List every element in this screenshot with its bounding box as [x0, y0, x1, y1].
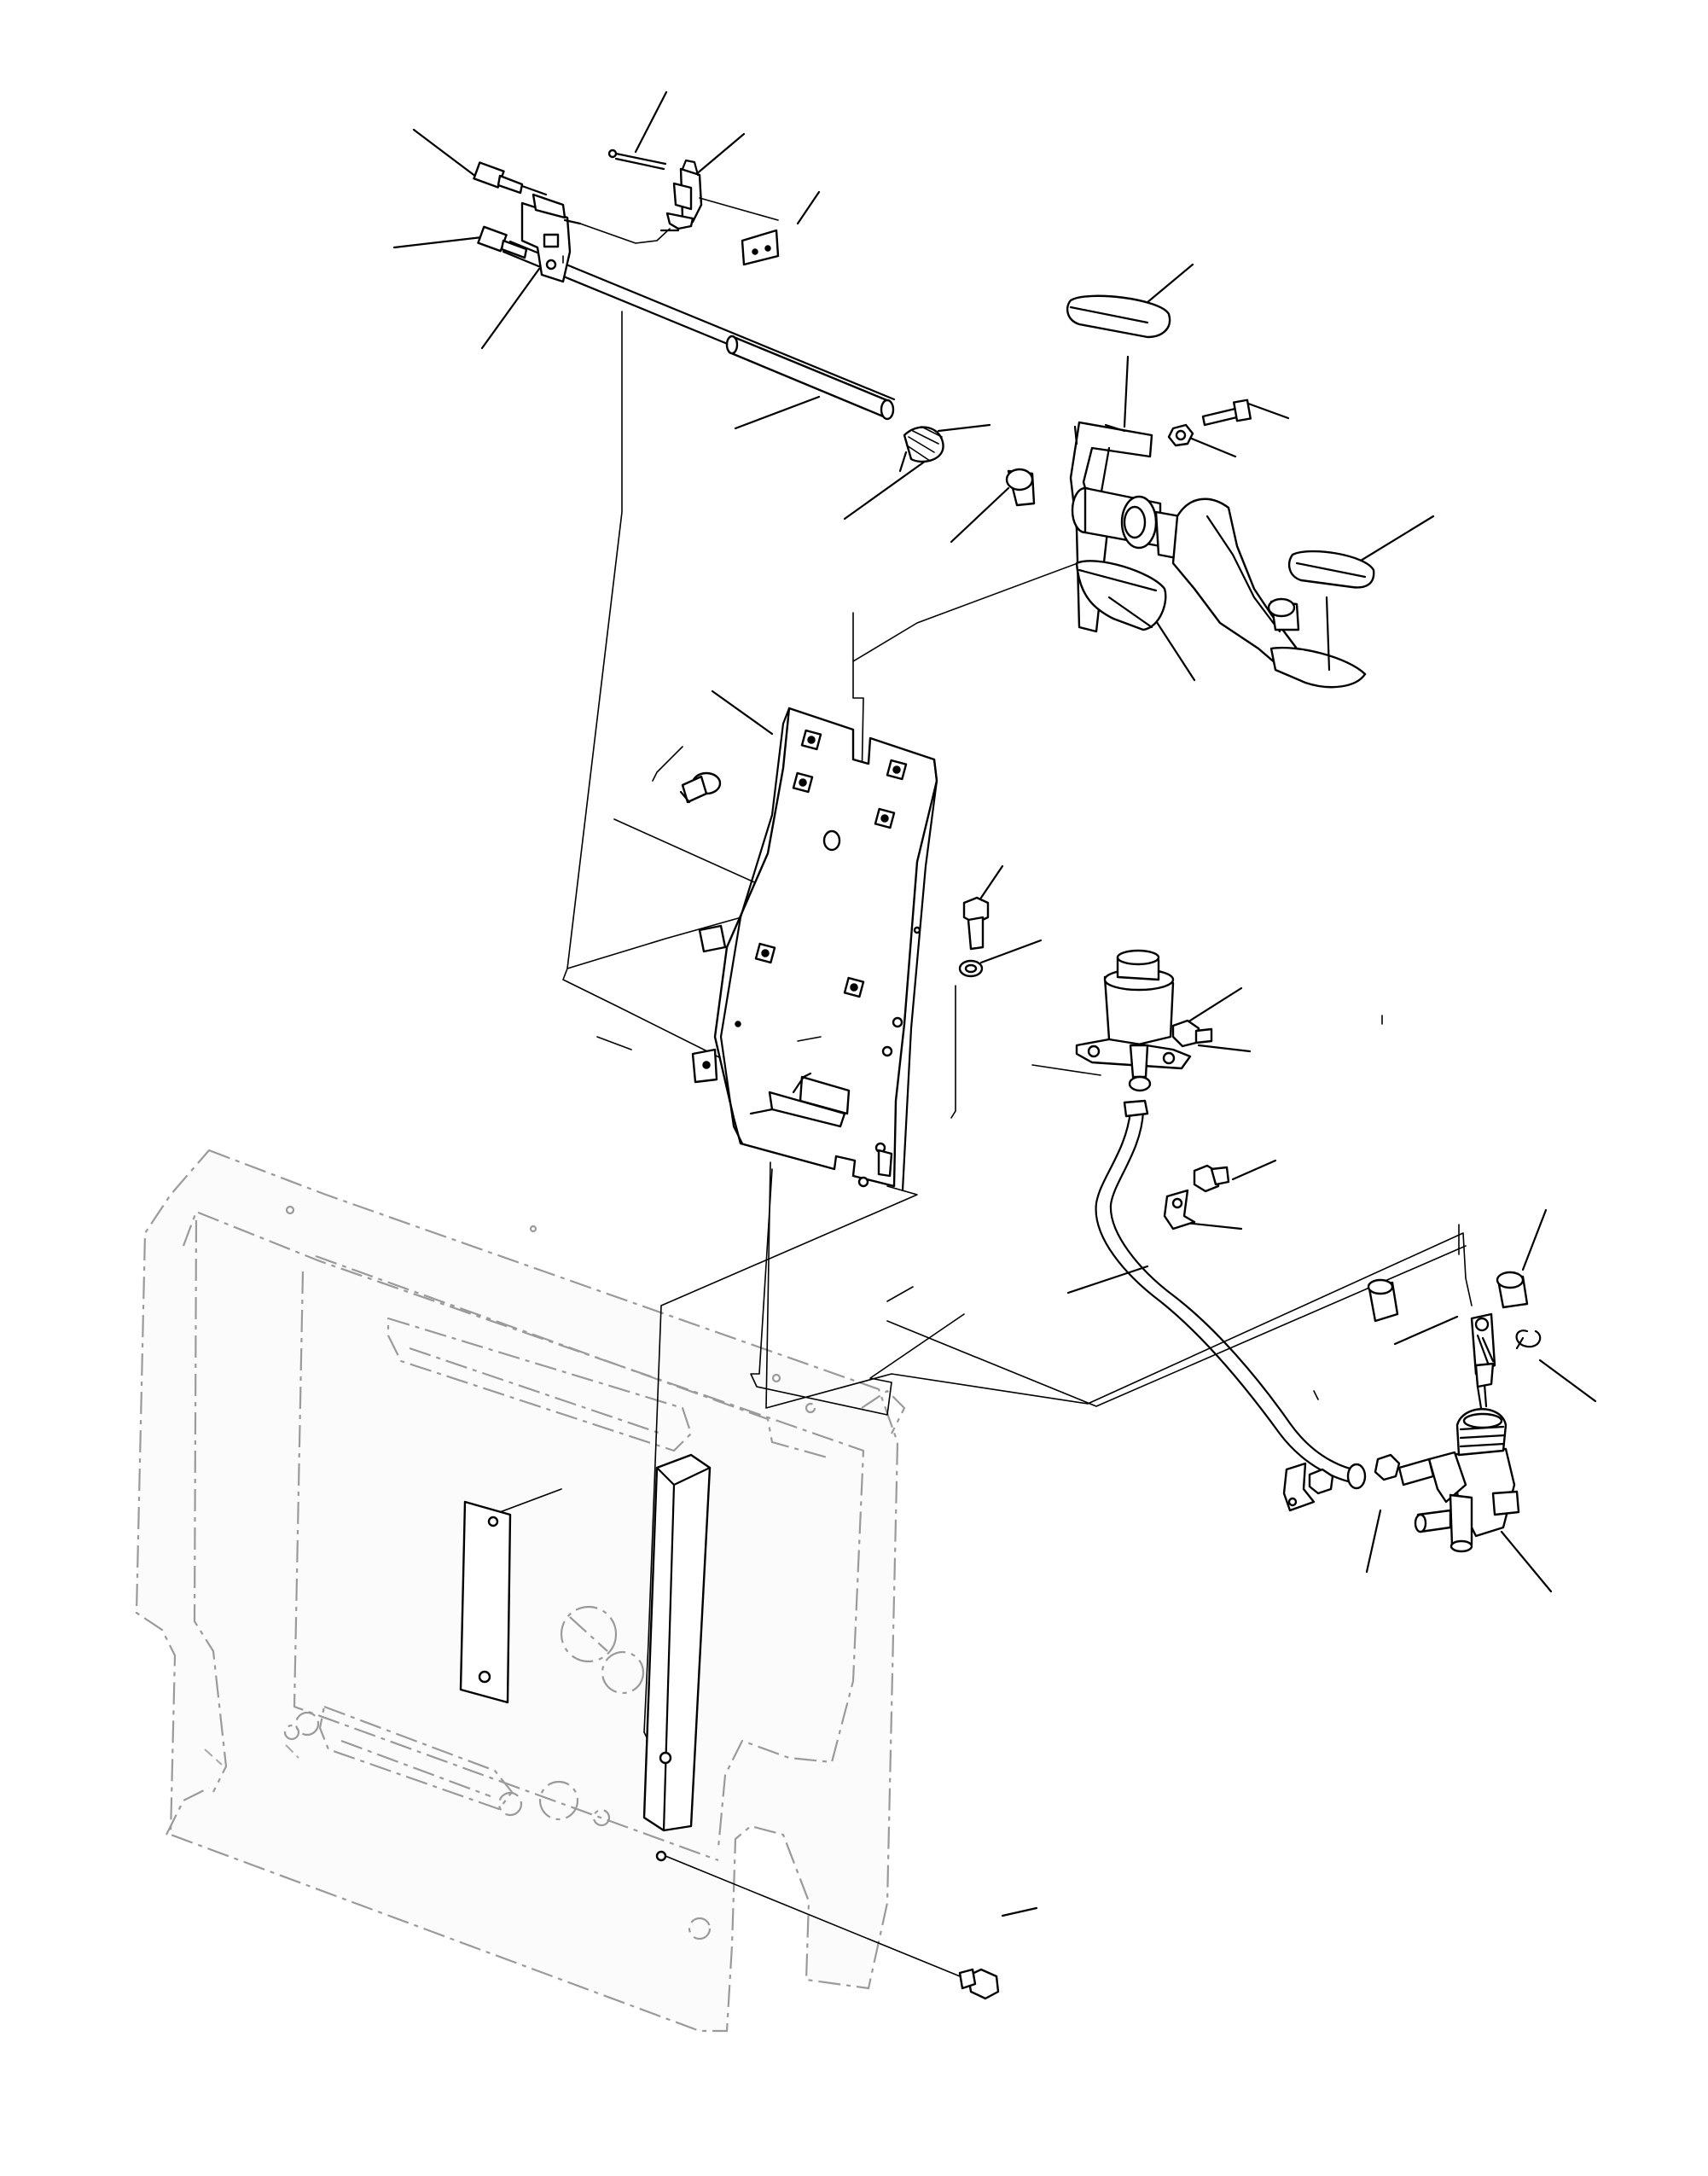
hose-clamp-bolt — [1193, 1164, 1230, 1193]
master-cylinder — [1397, 1312, 1520, 1553]
bolt-top-left — [473, 161, 548, 196]
floor-panel-ghost — [135, 1149, 906, 2033]
floor-strip-plate — [459, 1500, 512, 1704]
small-plate — [741, 229, 780, 266]
floor-pedal-stop — [642, 1453, 712, 1862]
shaft-tube — [725, 335, 895, 421]
callout-leaders — [392, 90, 1597, 1917]
floor-flange-bolt — [958, 1968, 1000, 2000]
pedal-bolt — [1201, 399, 1252, 427]
fluid-reservoir — [1075, 949, 1192, 1092]
pivot-shaft-assembly — [473, 148, 896, 421]
bushing-small — [1496, 1271, 1529, 1309]
bushing-left — [1005, 468, 1036, 507]
pedal-pad-right — [1287, 550, 1375, 589]
weld-nuts — [754, 729, 908, 998]
lock-washer — [958, 959, 984, 978]
pedal-pad-top — [1066, 294, 1171, 339]
return-spring — [898, 423, 991, 473]
lower-clip-bolt — [1282, 1462, 1334, 1512]
bolt-left — [477, 225, 528, 259]
hydraulic-hose — [1095, 1099, 1367, 1490]
bushing-right — [1267, 597, 1300, 631]
snap-pin — [1515, 1329, 1542, 1350]
pedal-assembly — [1066, 294, 1375, 689]
hose-fitting-nut — [1374, 1453, 1401, 1481]
switch-bracket — [659, 159, 703, 232]
reservoir-bolt — [1171, 1019, 1213, 1048]
pedal-support-bracket — [691, 707, 938, 1192]
hex-bolt-center — [962, 896, 990, 951]
hose-clip — [1163, 1189, 1196, 1231]
bracket-bolt-left — [679, 771, 722, 804]
pin-rod — [607, 148, 667, 171]
pedal-nut — [1167, 423, 1194, 447]
pivot-hub-left — [1071, 486, 1162, 550]
shaft-bracket — [520, 193, 582, 283]
clevis-pin — [1367, 1278, 1399, 1323]
